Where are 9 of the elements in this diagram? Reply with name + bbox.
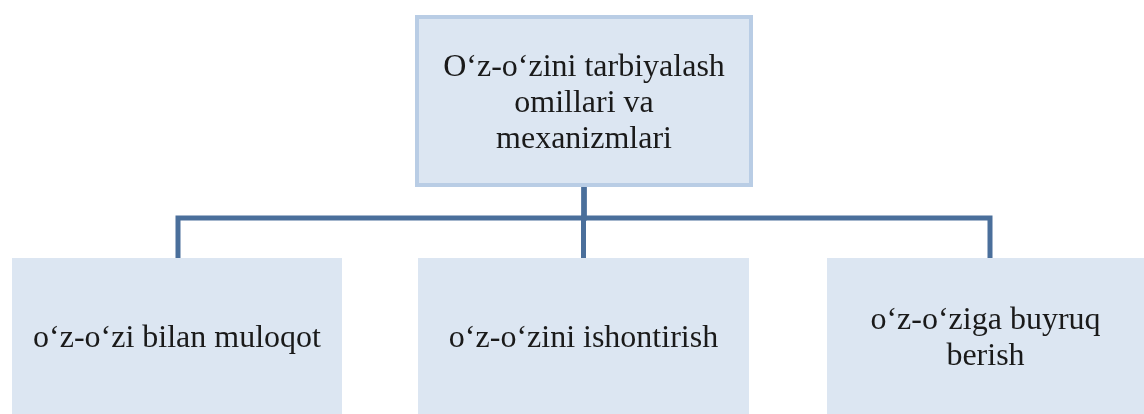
box-text: o‘z-o‘ziga buyruq berish — [869, 300, 1102, 372]
category-box — [12, 258, 342, 414]
connector-line — [581, 187, 993, 258]
category-box — [418, 258, 749, 414]
title-box — [415, 15, 753, 187]
box-text: o‘z-o‘zi bilan muloqot — [33, 318, 321, 354]
category-box — [827, 258, 1144, 414]
box-text: o‘z-o‘zini ishontirish — [448, 318, 719, 354]
box-text: O‘z-o‘zini tarbiyalash omillari va mexanizmlari — [442, 47, 726, 155]
